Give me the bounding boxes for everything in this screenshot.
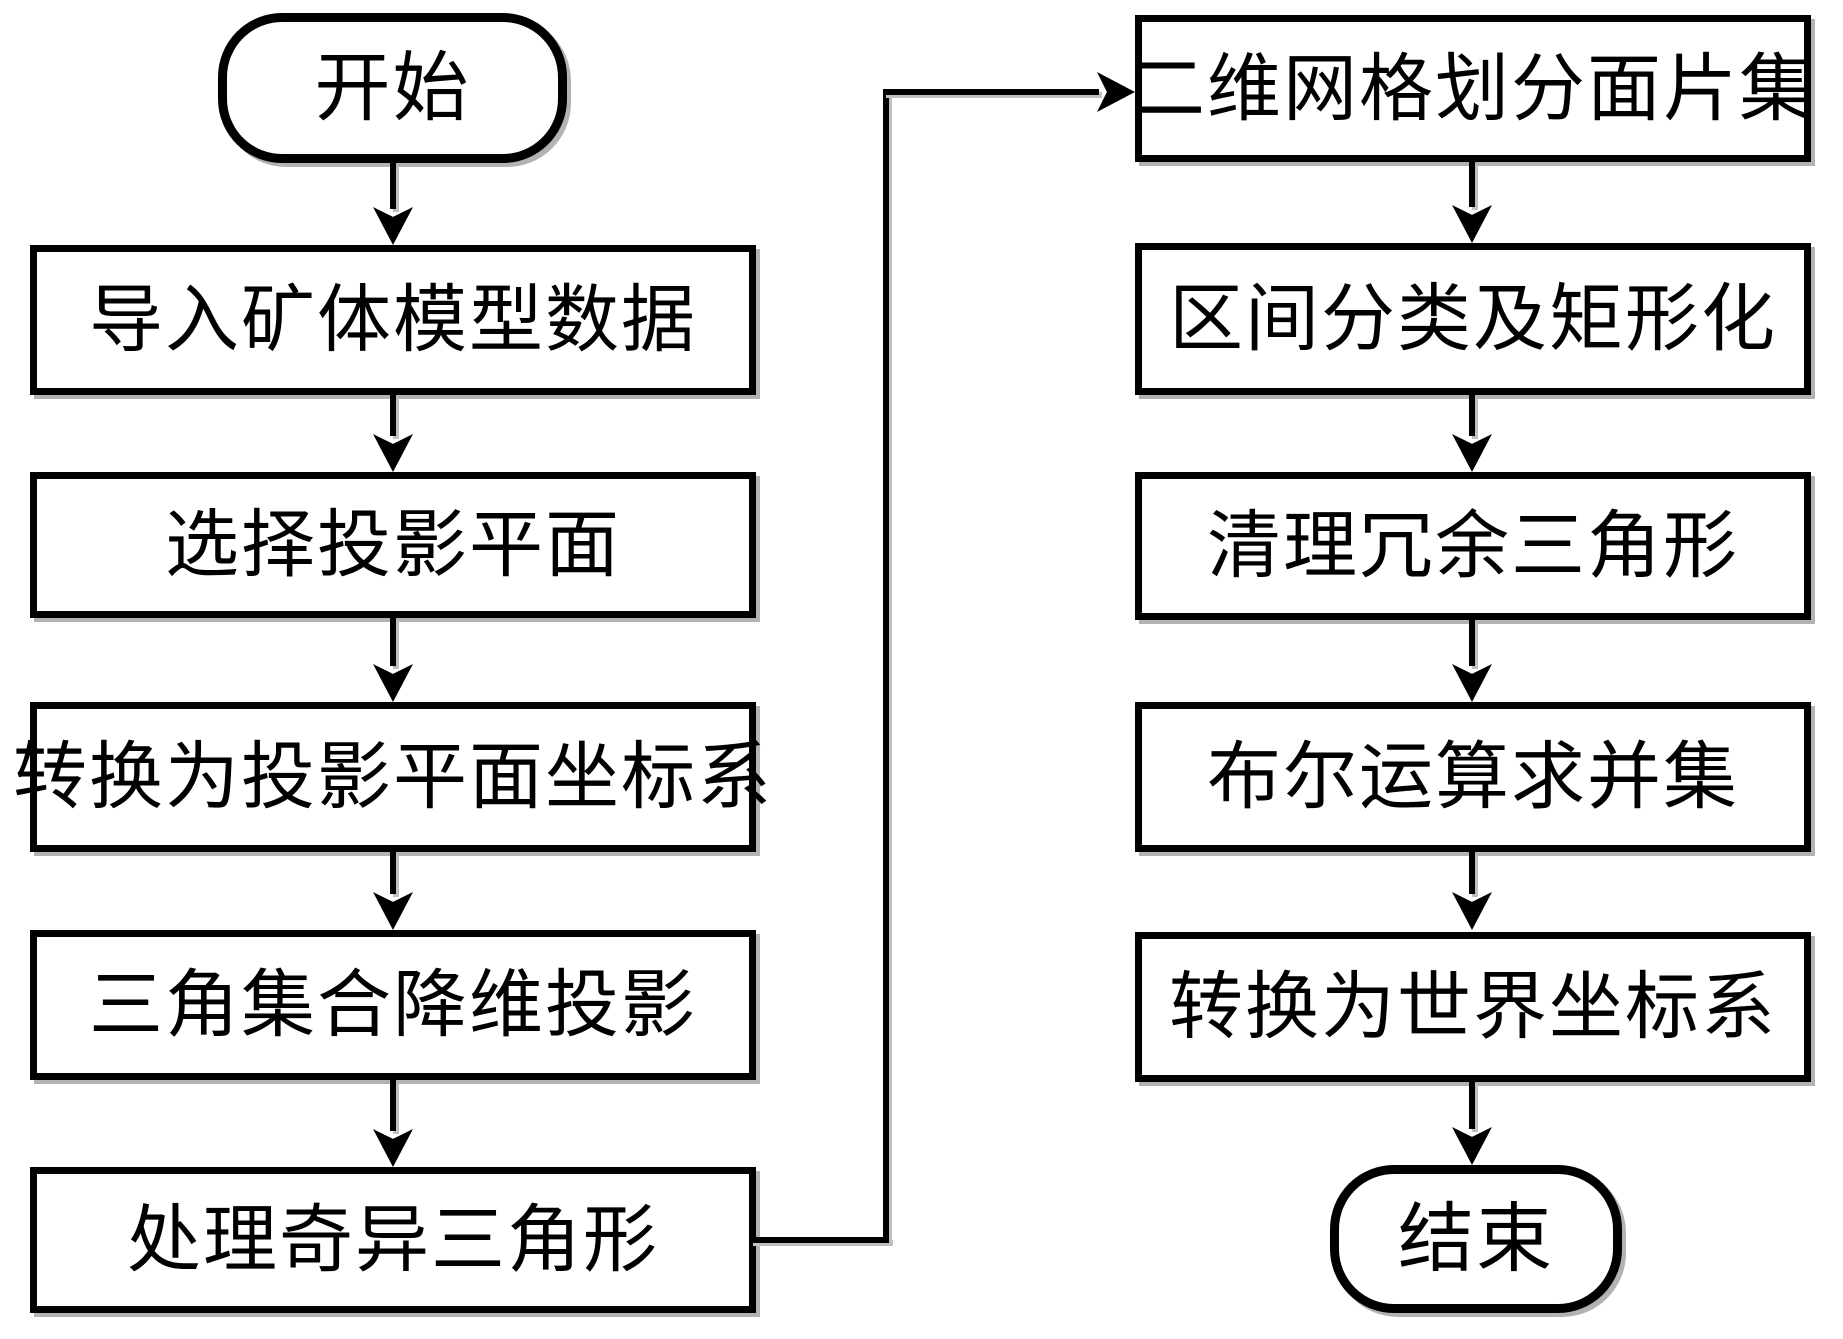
end-label: 结束 — [1398, 1194, 1554, 1283]
process-convert-projection-coords: 转换为投影平面坐标系 — [13, 702, 771, 852]
process-interval-rectangularize: 区间分类及矩形化 — [1135, 243, 1811, 395]
process-label: 三角集合降维投影 — [89, 962, 697, 1048]
process-select-projection-plane: 选择投影平面 — [30, 472, 756, 618]
process-label: 清理冗余三角形 — [1207, 503, 1739, 589]
process-import-model-data: 导入矿体模型数据 — [30, 245, 756, 395]
start-label: 开始 — [314, 43, 471, 132]
arrow-boolean-to-world — [1469, 852, 1475, 894]
process-label: 导入矿体模型数据 — [89, 277, 697, 363]
arrowhead-down-icon — [373, 207, 413, 245]
arrow-clean-to-boolean — [1469, 620, 1475, 666]
process-label: 转换为世界坐标系 — [1169, 964, 1777, 1050]
arrowhead-down-icon — [1452, 892, 1492, 930]
process-convert-world-coords: 转换为世界坐标系 — [1135, 932, 1811, 1082]
start-terminator: 开始 — [218, 13, 567, 163]
process-label: 布尔运算求并集 — [1207, 734, 1739, 820]
end-terminator: 结束 — [1330, 1165, 1622, 1313]
arrowhead-down-icon — [373, 434, 413, 472]
connector-singular-to-grid-vertical — [883, 89, 889, 1243]
arrowhead-right-icon — [1097, 72, 1135, 112]
arrowhead-down-icon — [1452, 434, 1492, 472]
arrow-interval-to-clean — [1469, 395, 1475, 436]
connector-singular-to-grid-horizontal-top — [883, 89, 1099, 95]
arrowhead-down-icon — [373, 1129, 413, 1167]
arrow-select-to-convert — [390, 618, 396, 666]
arrowhead-down-icon — [373, 664, 413, 702]
arrow-grid-to-interval — [1469, 162, 1475, 207]
process-label: 处理奇异三角形 — [127, 1197, 659, 1283]
arrowhead-down-icon — [1452, 205, 1492, 243]
process-label: 区间分类及矩形化 — [1169, 276, 1777, 362]
process-triangle-set-projection: 三角集合降维投影 — [30, 930, 756, 1080]
arrow-start-to-import — [390, 163, 396, 209]
arrow-world-to-end — [1469, 1080, 1475, 1129]
connector-singular-to-grid-horizontal-bottom — [750, 1237, 890, 1243]
arrow-convert-to-triangle — [390, 852, 396, 894]
arrowhead-down-icon — [1452, 664, 1492, 702]
process-label: 转换为投影平面坐标系 — [13, 734, 773, 820]
process-handle-singular-triangles: 处理奇异三角形 — [30, 1167, 756, 1313]
arrowhead-down-icon — [1452, 1127, 1492, 1165]
process-grid-patch-set: 二维网格划分面片集 — [1131, 15, 1813, 162]
arrow-import-to-select — [390, 395, 396, 436]
process-label: 二维网格划分面片集 — [1131, 45, 1815, 132]
process-label: 选择投影平面 — [165, 502, 621, 588]
process-clean-redundant-triangles: 清理冗余三角形 — [1135, 472, 1811, 620]
arrowhead-down-icon — [373, 892, 413, 930]
process-boolean-union: 布尔运算求并集 — [1135, 702, 1811, 852]
arrow-triangle-to-singular — [390, 1080, 396, 1131]
